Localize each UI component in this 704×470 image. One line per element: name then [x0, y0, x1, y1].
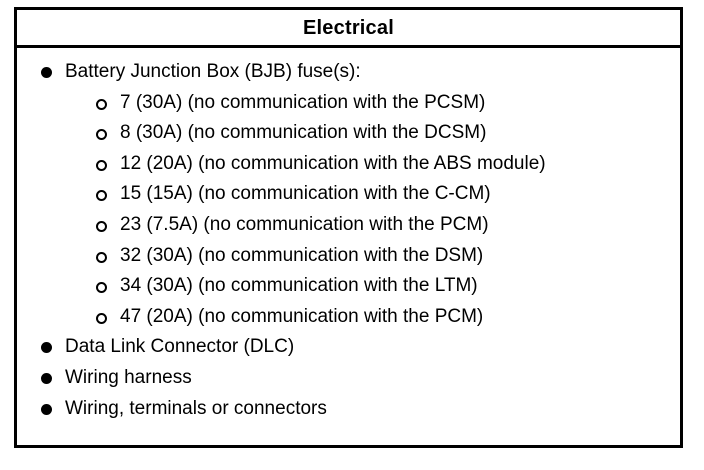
table-body: Battery Junction Box (BJB) fuse(s): 7 (3… [17, 48, 680, 424]
circle-bullet-icon [96, 282, 107, 294]
table-header-row: Electrical [17, 10, 680, 48]
top-level-list: Battery Junction Box (BJB) fuse(s): 7 (3… [17, 57, 680, 424]
disc-bullet-icon [41, 372, 52, 384]
list-item-label: 32 (30A) (no communication with the DSM) [120, 244, 484, 266]
sub-level-list: 7 (30A) (no communication with the PCSM)… [17, 88, 680, 333]
circle-bullet-icon [96, 98, 107, 110]
list-item: 47 (20A) (no communication with the PCM) [17, 302, 680, 333]
disc-bullet-icon [41, 67, 52, 78]
list-item: 7 (30A) (no communication with the PCSM) [17, 88, 680, 119]
list-item: Wiring harness [17, 363, 680, 394]
list-item-label: Battery Junction Box (BJB) fuse(s): [65, 61, 361, 82]
list-item-label: 47 (20A) (no communication with the PCM) [120, 305, 484, 327]
list-item-label: 12 (20A) (no communication with the ABS … [120, 152, 546, 174]
list-item: 8 (30A) (no communication with the DCSM) [17, 118, 680, 149]
circle-bullet-icon [96, 220, 107, 232]
list-item: Data Link Connector (DLC) [17, 332, 680, 363]
list-item-label: 7 (30A) (no communication with the PCSM) [120, 91, 486, 113]
circle-bullet-icon [96, 159, 107, 171]
list-item: 12 (20A) (no communication with the ABS … [17, 149, 680, 180]
circle-bullet-icon [96, 312, 107, 324]
list-item-label: 8 (30A) (no communication with the DCSM) [120, 122, 487, 144]
list-item: 23 (7.5A) (no communication with the PCM… [17, 210, 680, 241]
list-item-label: Wiring, terminals or connectors [65, 397, 327, 419]
list-item-label: Wiring harness [65, 366, 192, 388]
electrical-table: Electrical Battery Junction Box (BJB) fu… [14, 7, 683, 448]
list-item: 15 (15A) (no communication with the C-CM… [17, 179, 680, 210]
list-item: 34 (30A) (no communication with the LTM) [17, 271, 680, 302]
list-item: 32 (30A) (no communication with the DSM) [17, 241, 680, 272]
circle-bullet-icon [96, 129, 107, 141]
list-item-label: Data Link Connector (DLC) [65, 336, 295, 358]
list-item-label: 23 (7.5A) (no communication with the PCM… [120, 213, 489, 235]
list-item-label: 15 (15A) (no communication with the C-CM… [120, 183, 491, 205]
circle-bullet-icon [96, 190, 107, 202]
table-header-title: Electrical [303, 16, 394, 39]
list-item: Wiring, terminals or connectors [17, 394, 680, 425]
disc-bullet-icon [41, 342, 52, 354]
disc-bullet-icon [41, 403, 52, 415]
list-item-label: 34 (30A) (no communication with the LTM) [120, 275, 478, 297]
circle-bullet-icon [96, 251, 107, 263]
list-item: Battery Junction Box (BJB) fuse(s): [17, 57, 680, 88]
